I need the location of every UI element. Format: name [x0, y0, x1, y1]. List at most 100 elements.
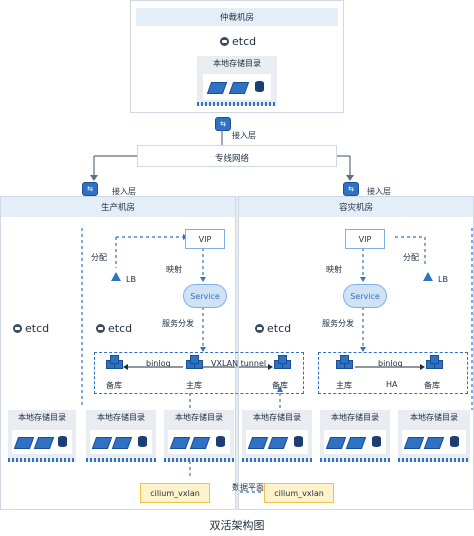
database-icon — [372, 436, 381, 447]
dotted-line — [320, 458, 390, 462]
dr-standby-label: 备库 — [424, 381, 440, 390]
dotted-line — [398, 458, 470, 462]
dr-vip: VIP — [345, 229, 385, 249]
dr-access-label: 接入层 — [367, 187, 391, 196]
prod-storage-1-title: 本地存储目录 — [18, 412, 66, 422]
dr-etcd-label: etcd — [267, 322, 292, 335]
disk-icon — [33, 437, 55, 449]
dr-db-cluster — [318, 352, 468, 394]
prod-map-label: 映射 — [166, 265, 182, 274]
dr-standby-crossroom-label: 备库 — [272, 381, 288, 390]
prod-dispatch-label: 分配 — [91, 253, 107, 262]
dr-storage-3-title: 本地存储目录 — [410, 412, 458, 422]
dedicated-network-label: 专线网络 — [215, 154, 250, 164]
arbiter-room-title: 仲裁机房 — [136, 8, 338, 26]
etcd-icon — [96, 324, 105, 333]
database-icon — [216, 436, 225, 447]
disk-icon — [403, 437, 425, 449]
dr-service: Service — [343, 284, 387, 308]
dotted-line — [8, 458, 76, 462]
disk-icon — [247, 437, 269, 449]
dr-dispatch-label: 分配 — [403, 253, 419, 262]
prod-storage-2: 本地存储目录 — [86, 410, 156, 462]
prod-access-label: 接入层 — [112, 187, 136, 196]
cluster-icon — [274, 355, 292, 369]
prod-storage-2-title: 本地存储目录 — [97, 412, 145, 422]
lb-icon — [423, 272, 433, 281]
dotted-line — [197, 102, 277, 106]
prod-etcd-1-label: etcd — [25, 322, 50, 335]
arbiter-etcd: etcd — [220, 35, 256, 48]
dotted-line — [242, 458, 312, 462]
diagram-title: 双活架构图 — [209, 519, 265, 532]
etcd-icon — [255, 324, 264, 333]
dr-etcd: etcd — [255, 322, 291, 335]
dr-binlog-label: binlog — [378, 359, 403, 368]
dedicated-network — [137, 145, 337, 167]
database-icon — [138, 436, 147, 447]
disk-icon — [111, 437, 133, 449]
database-icon — [450, 436, 459, 447]
prod-storage-3: 本地存储目录 — [164, 410, 234, 462]
cluster-icon — [426, 355, 444, 369]
arbiter-disk-tray — [203, 74, 271, 100]
arbiter-etcd-label: etcd — [232, 35, 257, 48]
prod-room-title: 生产机房 — [1, 197, 235, 217]
prod-primary-label: 主库 — [186, 381, 202, 390]
dr-ha-label: HA — [386, 380, 398, 389]
disk-icon — [345, 437, 367, 449]
prod-storage-3-title: 本地存储目录 — [175, 412, 223, 422]
router-icon: ⇆ — [215, 117, 231, 131]
prod-service: Service — [183, 284, 227, 308]
etcd-icon — [220, 37, 229, 46]
cluster-icon — [336, 355, 354, 369]
arbiter-room — [130, 0, 344, 113]
database-icon — [294, 436, 303, 447]
disk-icon — [91, 437, 113, 449]
dr-storage-1: 本地存储目录 — [242, 410, 312, 462]
database-icon — [255, 81, 264, 92]
dr-storage-3: 本地存储目录 — [398, 410, 470, 462]
prod-storage-1: 本地存储目录 — [8, 410, 76, 462]
dr-storage-2: 本地存储目录 — [320, 410, 390, 462]
dr-storage-1-title: 本地存储目录 — [253, 412, 301, 422]
dr-service-dispatch-label: 服务分发 — [322, 319, 354, 328]
dotted-line — [86, 458, 156, 462]
arbiter-storage: 本地存储目录 — [197, 56, 277, 106]
dr-storage-2-title: 本地存储目录 — [331, 412, 379, 422]
prod-etcd-2: etcd — [96, 322, 132, 335]
arbiter-access-label: 接入层 — [232, 131, 256, 140]
dr-room-title: 容灾机房 — [239, 197, 473, 217]
disk-icon — [267, 437, 289, 449]
disk-icon — [13, 437, 35, 449]
prod-binlog-label: binlog — [146, 359, 171, 368]
lb-icon — [111, 272, 121, 281]
disk-icon — [325, 437, 347, 449]
data-plane-label: 数据平面 — [232, 483, 264, 492]
disk-icon — [189, 437, 211, 449]
disk-tray — [324, 430, 386, 454]
router-icon: ⇆ — [343, 182, 359, 196]
etcd-icon — [13, 324, 22, 333]
dr-primary-label: 主库 — [336, 381, 352, 390]
disk-tray — [168, 430, 230, 454]
cluster-icon — [186, 355, 204, 369]
prod-room — [0, 196, 236, 510]
disk-icon — [169, 437, 191, 449]
disk-icon — [423, 437, 445, 449]
prod-lb-label: LB — [126, 275, 136, 284]
disk-tray — [402, 430, 466, 454]
arbiter-storage-title: 本地存储目录 — [213, 58, 261, 68]
cluster-icon — [106, 355, 124, 369]
disk-tray — [12, 430, 72, 454]
router-icon: ⇆ — [82, 182, 98, 196]
dr-map-label: 映射 — [326, 265, 342, 274]
dotted-line — [164, 458, 234, 462]
disk-tray — [246, 430, 308, 454]
prod-vip: VIP — [185, 229, 225, 249]
disk-tray — [90, 430, 152, 454]
database-icon — [58, 436, 67, 447]
prod-etcd-1: etcd — [13, 322, 49, 335]
dr-cilium: cilium_vxlan — [264, 483, 334, 503]
prod-etcd-2-label: etcd — [108, 322, 133, 335]
